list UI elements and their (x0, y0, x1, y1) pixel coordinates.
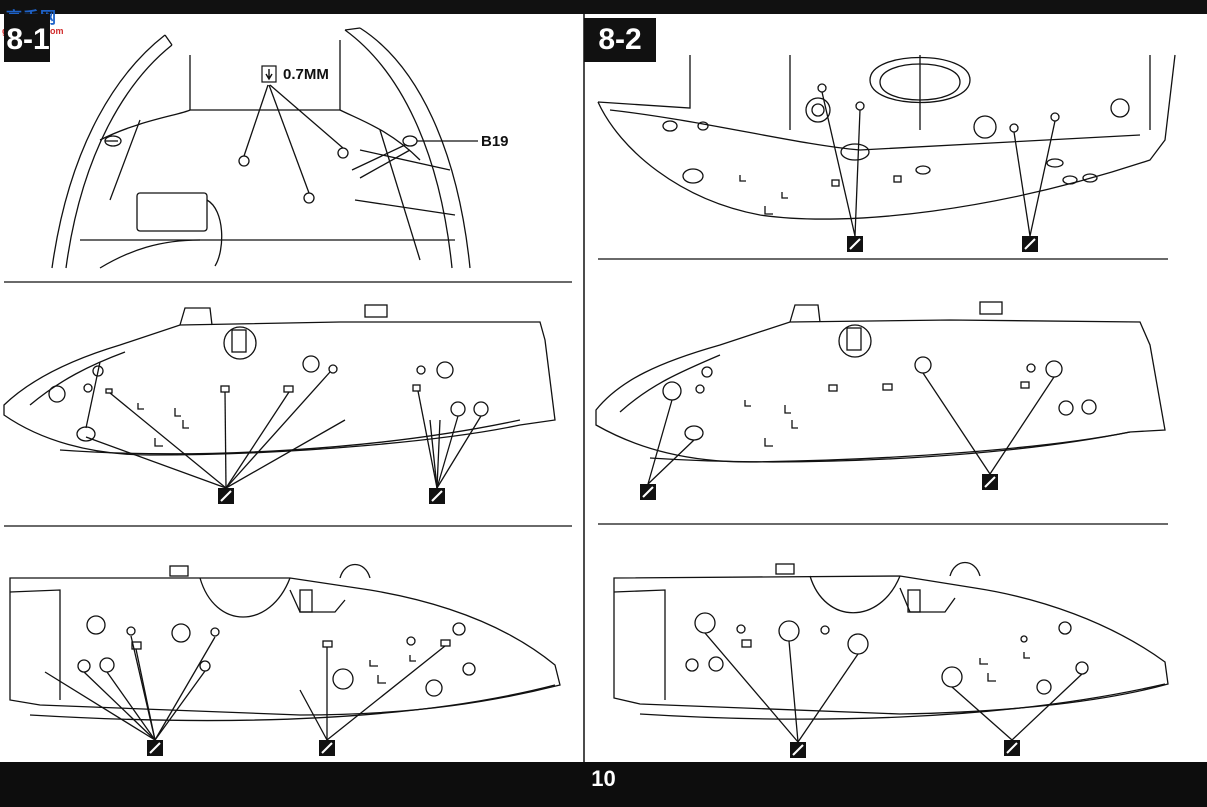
drill-hole-icon (847, 236, 863, 252)
part-number-label: B19 (481, 133, 509, 150)
step-badge-8-2: 8-2 (584, 18, 656, 62)
page-number: 10 (591, 766, 616, 791)
drill-hole-icon (1022, 236, 1038, 252)
drill-hole-icon (429, 488, 445, 504)
drill-hole-icon (218, 488, 234, 504)
drill-hole-icon (640, 484, 656, 500)
drill-hole-icon (982, 474, 998, 490)
hull-side-8-2-middle (595, 301, 1166, 500)
top-border (0, 0, 1207, 14)
step-number-left: 8-1 (6, 23, 50, 56)
drill-hole-icon (319, 740, 335, 756)
hull-underside-8-2-top (597, 54, 1176, 252)
footer-bar (0, 762, 1207, 807)
step-number-right: 8-2 (598, 23, 642, 56)
step-badge-8-1: 8-1 (4, 14, 50, 62)
drill-bit-icon (261, 65, 277, 83)
drill-hole-icon (790, 742, 806, 758)
drill-size-label: 0.7MM (283, 66, 329, 83)
interior-view-8-1 (51, 27, 478, 269)
hull-side-8-2-bottom (613, 561, 1169, 758)
hull-side-8-1-bottom (9, 563, 561, 756)
drill-hole-icon (1004, 740, 1020, 756)
drill-hole-icon (147, 740, 163, 756)
hull-side-8-1-middle (3, 304, 556, 504)
